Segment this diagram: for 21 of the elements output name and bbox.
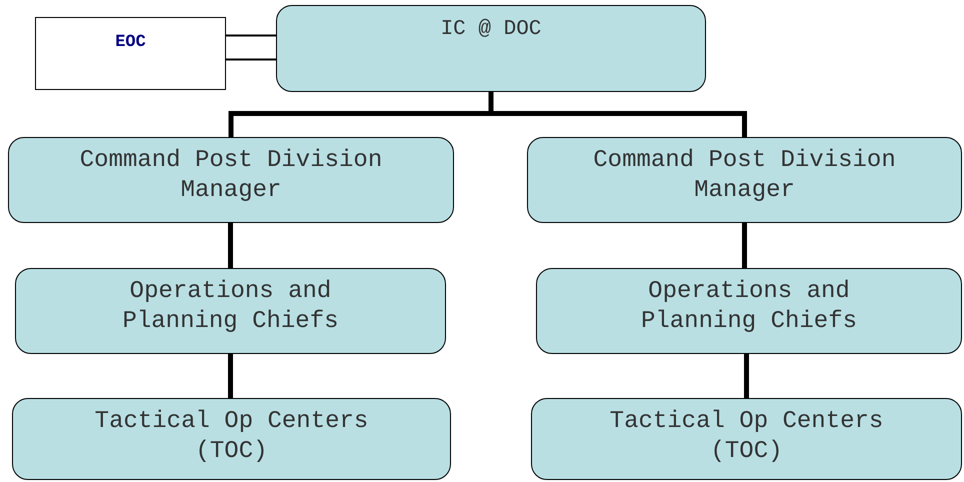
box-label: Tactical Op Centers (TOC) [608, 407, 884, 467]
org-box [536, 268, 962, 354]
org-box [12, 398, 451, 480]
connector-line [228, 354, 233, 398]
org-box [276, 5, 706, 92]
box-label: Operations and Planning Chiefs [640, 277, 858, 337]
box-label: Command Post Division Manager [78, 146, 384, 206]
connector-line [742, 223, 747, 268]
box-label: IC @ DOC [440, 17, 542, 43]
org-box [531, 398, 962, 480]
org-box [8, 137, 454, 223]
connector-line [744, 354, 749, 398]
connector-line [225, 34, 277, 60]
org-box [527, 137, 962, 223]
box-label: EOC [115, 32, 146, 54]
box-label: Operations and Planning Chiefs [121, 277, 340, 337]
box-label: Command Post Division Manager [592, 146, 897, 206]
box-label: Tactical Op Centers (TOC) [94, 407, 370, 467]
org-box [15, 268, 446, 354]
org-box [35, 17, 226, 90]
connector-line [228, 223, 233, 268]
